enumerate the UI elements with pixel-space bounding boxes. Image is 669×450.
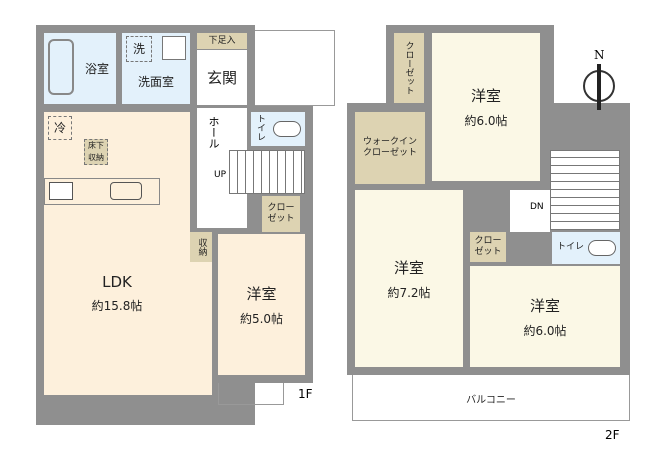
stairs-dn-label: DN bbox=[530, 202, 544, 212]
western-south-size: 約6.0帖 bbox=[523, 323, 567, 338]
room-toilet-2f: トイレ bbox=[552, 232, 620, 264]
sink-icon bbox=[110, 182, 142, 200]
porch bbox=[255, 30, 335, 106]
storage-1f-label: 収納 bbox=[196, 238, 207, 256]
stove-icon bbox=[49, 182, 73, 200]
room-western-south: 洋室 約6.0帖 bbox=[470, 266, 620, 367]
washer-space: 洗 bbox=[126, 36, 152, 62]
stairs-up-label: UP bbox=[214, 170, 227, 180]
western-north-size: 約6.0帖 bbox=[464, 114, 508, 128]
room-closet-top: クローゼット bbox=[394, 33, 424, 103]
toilet-1f-label: トイレ bbox=[255, 114, 265, 141]
compass-north-label: N bbox=[594, 48, 605, 62]
ldk-extension bbox=[188, 262, 212, 395]
toilet-icon bbox=[273, 121, 301, 137]
toilet-2f-label: トイレ bbox=[557, 242, 585, 252]
underfloor-storage: 床下収納 bbox=[84, 139, 108, 165]
hall-label: ホール bbox=[207, 116, 220, 149]
compass-needle bbox=[597, 64, 601, 110]
floor-2-label: 2F bbox=[605, 428, 620, 442]
stairs-2f[interactable] bbox=[550, 150, 620, 230]
closet-top-label: クローゼット bbox=[403, 41, 414, 95]
stairs-1f[interactable] bbox=[229, 150, 305, 194]
fridge-space: 冷 bbox=[48, 116, 72, 140]
room-washroom: 洗 洗面室 bbox=[122, 33, 190, 104]
room-toilet-1f: トイレ bbox=[251, 112, 305, 146]
washroom-label: 洗面室 bbox=[137, 75, 174, 89]
room-western-north: 洋室 約6.0帖 bbox=[432, 33, 540, 181]
hall-2f bbox=[510, 190, 550, 232]
western-south-name: 洋室 bbox=[529, 296, 560, 315]
ldk-label-group: LDK 約15.8帖 bbox=[92, 273, 143, 314]
western-north-name: 洋室 bbox=[470, 87, 501, 105]
room-closet-small: クローゼット bbox=[470, 232, 506, 262]
bathtub-icon bbox=[48, 39, 74, 95]
ldk-name: LDK bbox=[102, 273, 132, 291]
floor-1-label: 1F bbox=[298, 387, 313, 401]
closet-small-label: クローゼット bbox=[474, 236, 502, 257]
western-1f-size: 約5.0帖 bbox=[239, 311, 284, 326]
room-shoe-storage: 下足入 bbox=[197, 33, 247, 49]
western-west-name: 洋室 bbox=[393, 258, 424, 277]
kitchen-counter bbox=[44, 178, 160, 205]
room-storage-1f: 収納 bbox=[190, 232, 212, 262]
room-ldk: 冷 床下収納 LDK 約15.8帖 bbox=[44, 112, 190, 395]
western-1f-name: 洋室 bbox=[246, 284, 277, 303]
room-walk-in-closet: ウォークインクローゼット bbox=[355, 112, 425, 184]
room-closet-1f: クローゼット bbox=[262, 196, 300, 232]
ldk-size: 約15.8帖 bbox=[91, 299, 143, 313]
floor-2: クローゼット 洋室 約6.0帖 ウォークインクローゼット 洋室 約7.2帖 DN… bbox=[340, 0, 669, 450]
room-western-1f: 洋室 約5.0帖 bbox=[218, 234, 305, 375]
room-bath: 浴室 bbox=[44, 33, 116, 104]
room-entrance: 玄関 bbox=[197, 50, 247, 105]
western-west-size: 約7.2帖 bbox=[387, 285, 431, 300]
entry-step bbox=[218, 383, 284, 405]
sink-icon bbox=[162, 36, 186, 60]
toilet-icon bbox=[588, 240, 616, 256]
floor-1: 浴室 洗 洗面室 下足入 玄関 ホール トイレ UP 冷 床下収納 LDK 約1… bbox=[36, 25, 335, 425]
balcony: バルコニー bbox=[352, 375, 630, 421]
balcony-label: バルコニー bbox=[466, 395, 516, 406]
room-western-west: 洋室 約7.2帖 bbox=[355, 190, 463, 367]
compass-icon: N bbox=[580, 48, 620, 112]
bath-label: 浴室 bbox=[84, 62, 109, 76]
